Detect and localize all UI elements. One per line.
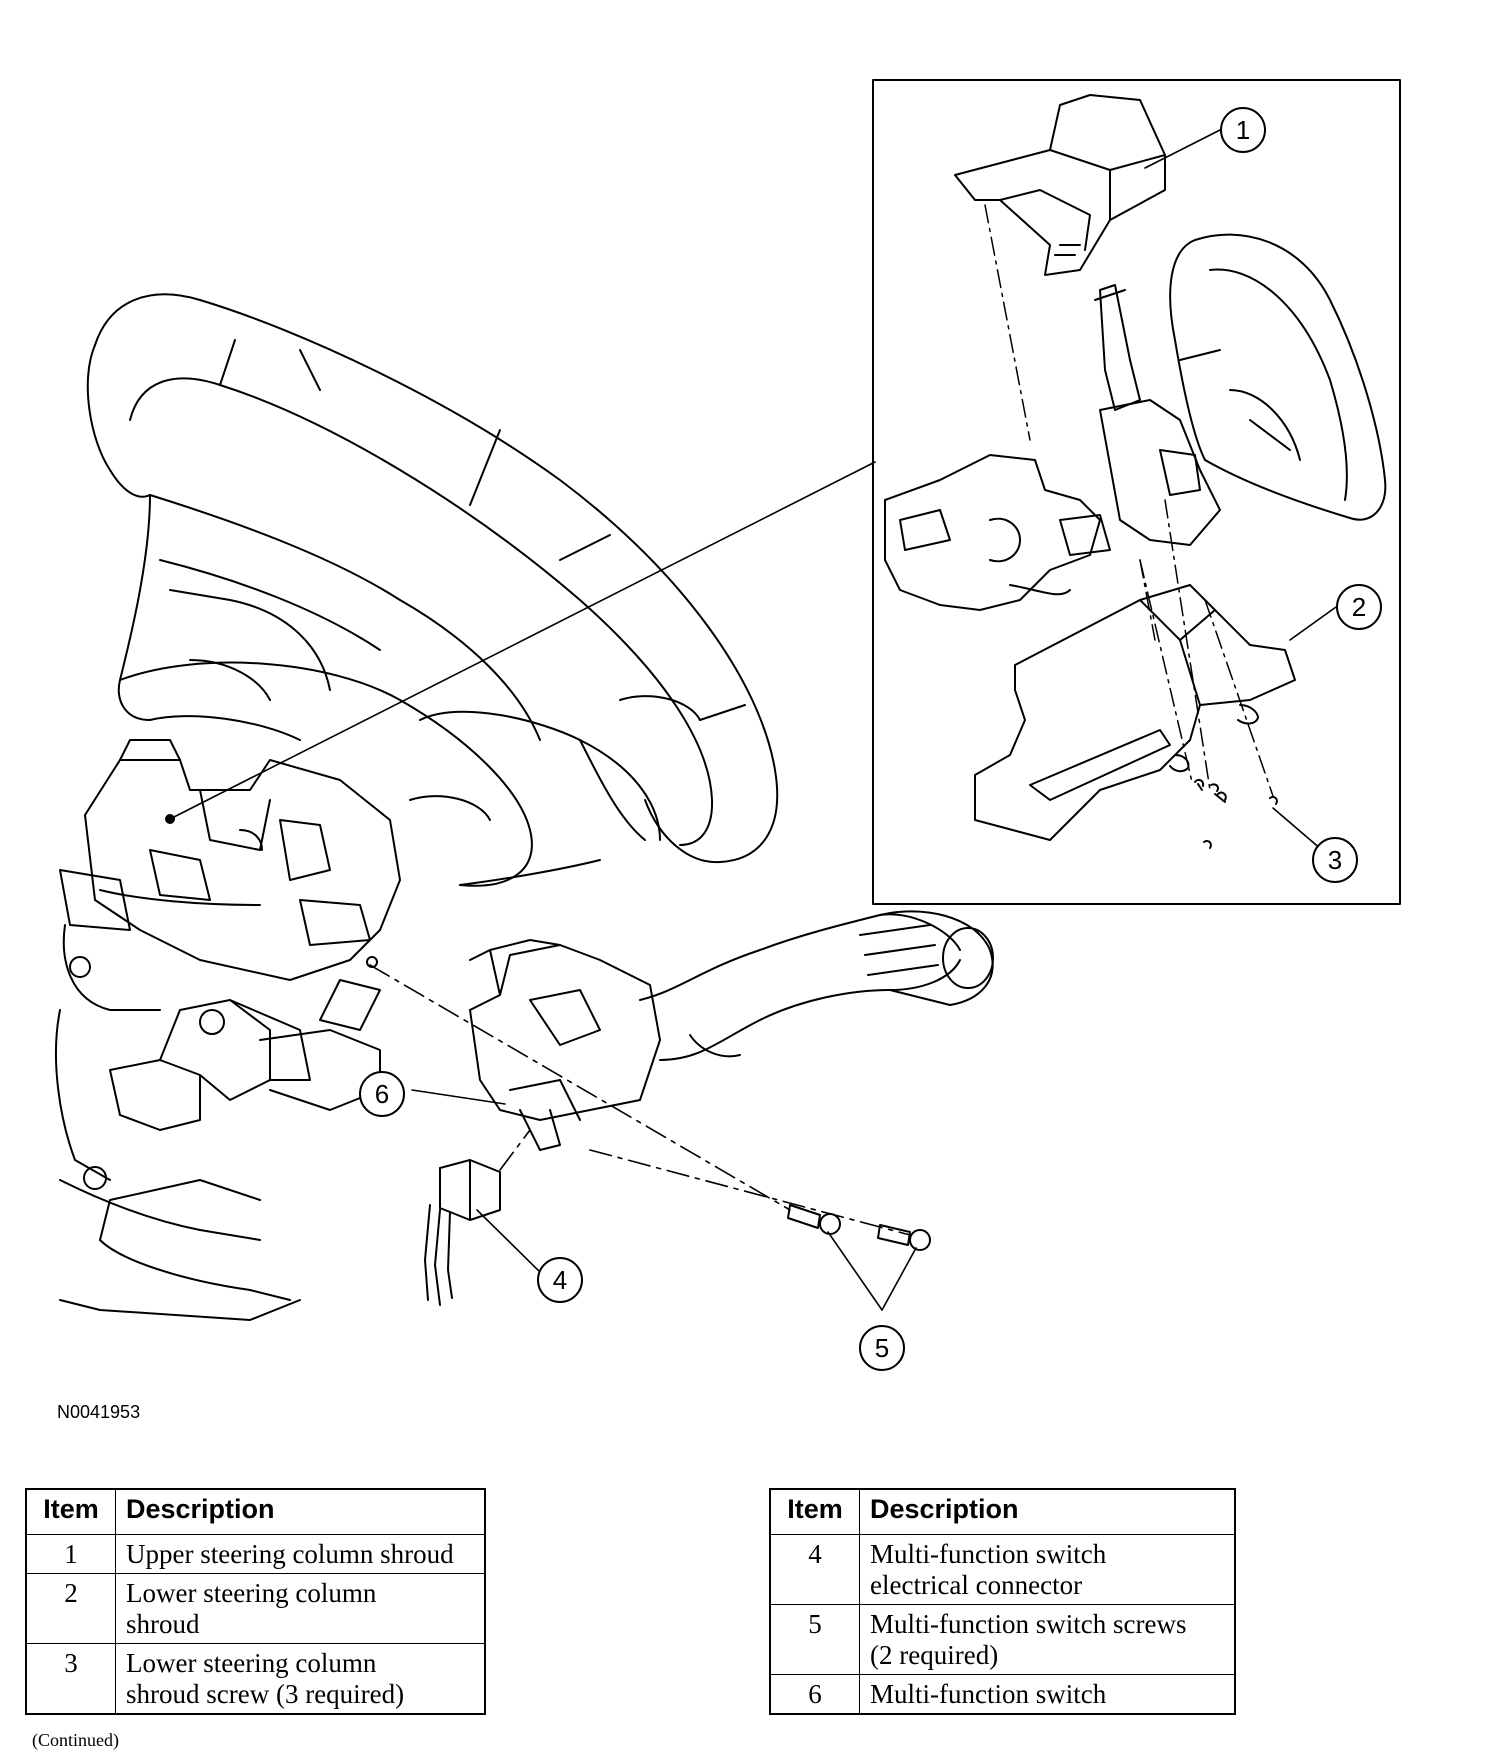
item-description: Upper steering column shroud [115,1534,486,1574]
legend-header-row: Item Description [25,1488,486,1535]
callout-5: 5 [859,1325,905,1371]
switch-screws [787,1204,931,1251]
callout-5-number: 5 [875,1333,889,1363]
steering-wheel-main [86,293,779,887]
upper-shroud-drawing [954,94,1166,276]
table-row: 6 Multi-function switch [769,1674,1236,1715]
lower-shroud-drawing [974,584,1296,841]
legend-table-right: Item Description 4 Multi-function switch… [769,1488,1236,1715]
item-number: 4 [769,1534,860,1605]
callout-1-number: 1 [1236,115,1250,145]
header-item: Item [769,1488,860,1535]
description-line: Multi-function switch [870,1679,1107,1709]
header-item: Item [25,1488,116,1535]
item-description: Multi-function switch [859,1674,1236,1715]
exploded-view-illustration: 1 2 3 4 5 6 [55,79,1401,1371]
callout-2: 2 [1336,584,1382,630]
item-description: Multi-function switch screws(2 required) [859,1604,1236,1675]
header-description: Description [859,1488,1236,1535]
callout-4-number: 4 [553,1265,567,1295]
description-line: Upper steering column shroud [126,1539,454,1569]
description-line: Lower steering column [126,1578,377,1608]
inset-column-drawing [884,284,1221,611]
callout-3: 3 [1312,837,1358,883]
callout-2-number: 2 [1352,592,1366,622]
callout-1: 1 [1220,107,1266,153]
continued-note: (Continued) [32,1730,119,1750]
description-line: Lower steering column [126,1648,377,1678]
steering-column-assembly [55,739,401,1321]
assembly-lines [369,964,911,1236]
legend-header-row: Item Description [769,1488,1236,1535]
table-row: 5 Multi-function switch screws(2 require… [769,1604,1236,1675]
description-line: shroud [126,1609,200,1639]
callout-6: 6 [359,1071,405,1117]
inset-detail [872,79,1401,905]
callout-3-number: 3 [1328,845,1342,875]
callout-6-number: 6 [375,1079,389,1109]
item-number: 1 [25,1534,116,1574]
callout-4: 4 [537,1257,583,1303]
figure-id: N0041953 [57,1402,141,1422]
multi-function-switch [469,910,994,1151]
description-line: Multi-function switch [870,1539,1107,1569]
description-line: Multi-function switch screws [870,1609,1187,1639]
description-line: shroud screw (3 required) [126,1679,405,1709]
inset-steering-wheel [1169,233,1387,521]
item-number: 3 [25,1643,116,1715]
inset-leader-line [169,461,876,820]
legend-table-left: Item Description 1 Upper steering column… [25,1488,486,1715]
electrical-connector [424,1159,501,1306]
item-number: 5 [769,1604,860,1675]
table-row: 1 Upper steering column shroud [25,1534,486,1574]
item-number: 6 [769,1674,860,1715]
description-line: electrical connector [870,1570,1083,1600]
header-description: Description [115,1488,486,1535]
description-line: (2 required) [870,1640,999,1670]
item-number: 2 [25,1573,116,1644]
